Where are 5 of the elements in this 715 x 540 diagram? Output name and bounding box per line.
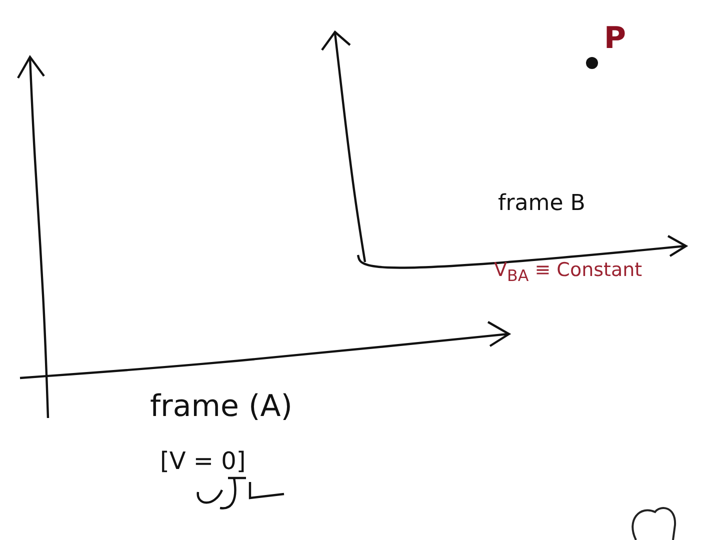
- frame-label: frame (A): [150, 390, 292, 423]
- velocity-label: V$_{BA}$ ≡ Constant: [494, 260, 642, 284]
- point-label: P: [604, 22, 626, 55]
- frame-label: frame B: [498, 192, 586, 216]
- velocity-label: [V = 0]: [160, 448, 246, 474]
